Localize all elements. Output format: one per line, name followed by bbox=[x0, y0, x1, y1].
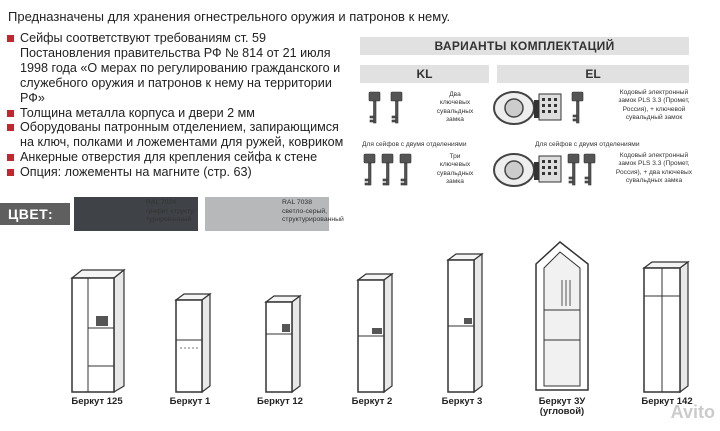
kl-desc-2: Три ключевых сувальдных замка bbox=[436, 153, 474, 186]
variant-el-heading: EL bbox=[497, 65, 689, 83]
safe-drawing-berkut-142 bbox=[642, 260, 690, 394]
intro-text: Предназначены для хранения огнестрельног… bbox=[8, 9, 451, 24]
model-label: Беркут 142 bbox=[641, 396, 693, 407]
color-swatch-light-grey bbox=[205, 197, 329, 231]
feature-item: Опция: ложементы на магните (стр. 63) bbox=[6, 165, 352, 180]
el-desc-1: Кодовый электронный замок PLS 3.3 (Проме… bbox=[618, 89, 690, 122]
feature-item: Оборудованы патронным отделением, запира… bbox=[6, 120, 352, 150]
swatch-caption-light-grey: RAL 7038 светло-серый, структурированный bbox=[282, 199, 344, 224]
safe-drawing-berkut-1 bbox=[174, 292, 212, 394]
electronic-lock-icon bbox=[493, 153, 596, 187]
safe-drawing-berkut-2 bbox=[356, 272, 394, 394]
safe-drawing-berkut-12 bbox=[264, 294, 302, 394]
model-label: Беркут 1 bbox=[169, 396, 211, 407]
bullet-icon bbox=[7, 154, 14, 162]
key-icon bbox=[363, 153, 412, 186]
model-label: Беркут 3 bbox=[441, 396, 483, 407]
feature-item: Сейфы соответствуют требованиям ст. 59 П… bbox=[6, 31, 352, 106]
feature-item: Толщина металла корпуса и двери 2 мм bbox=[6, 106, 352, 121]
variant-kl-heading: KL bbox=[360, 65, 489, 83]
safe-drawing-berkut-3 bbox=[446, 252, 484, 394]
kl-two-compartments-note: Для сейфов с двумя отделениями bbox=[362, 141, 467, 148]
feature-item: Анкерные отверстия для крепления сейфа к… bbox=[6, 150, 352, 165]
watermark: Avito bbox=[670, 402, 715, 422]
color-label-bar bbox=[0, 203, 70, 225]
model-label: Беркут 125 bbox=[71, 396, 123, 407]
feature-list: Сейфы соответствуют требованиям ст. 59 П… bbox=[6, 31, 352, 180]
electronic-lock-icon bbox=[493, 91, 584, 125]
color-swatch-graphite bbox=[74, 197, 198, 231]
variants-heading: ВАРИАНТЫ КОМПЛЕКТАЦИЙ bbox=[360, 37, 689, 55]
safe-drawing-berkut-125 bbox=[70, 268, 126, 394]
bullet-icon bbox=[7, 109, 14, 117]
color-label: ЦВЕТ: bbox=[8, 206, 54, 222]
el-two-compartments-note: Для сейфов с двумя отделениями bbox=[535, 141, 640, 148]
bullet-icon bbox=[7, 124, 14, 132]
kl-desc-1: Два ключевых сувальдных замка bbox=[436, 91, 474, 124]
model-label: Беркут 2 bbox=[351, 396, 393, 407]
safe-drawing-berkut-3u bbox=[535, 241, 589, 391]
model-label: Беркут 12 bbox=[257, 396, 303, 407]
model-label: Беркут 3У(угловой) bbox=[538, 396, 586, 417]
bullet-icon bbox=[7, 35, 14, 42]
bullet-icon bbox=[7, 169, 14, 177]
swatch-caption-graphite: RAL 7024 графит структу- турированный bbox=[146, 199, 196, 224]
el-desc-2: Кодовый электронный замок PLS 3.3 (Проме… bbox=[615, 152, 693, 185]
key-icon bbox=[368, 91, 403, 124]
